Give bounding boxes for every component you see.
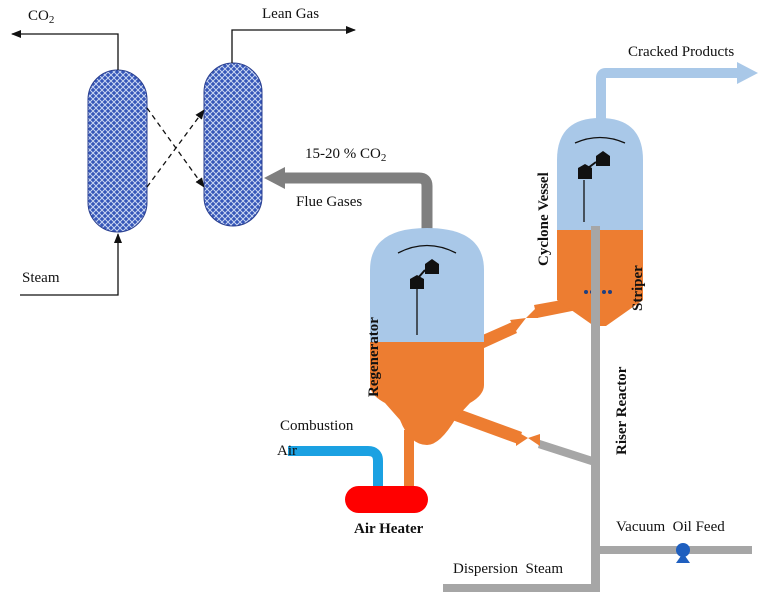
steam-label: Steam bbox=[22, 270, 60, 286]
flue-gas-duct bbox=[264, 167, 433, 232]
riser-reactor-label: Riser Reactor bbox=[614, 366, 630, 455]
adsorber-cross-links bbox=[146, 107, 205, 188]
lean-gas-line bbox=[231, 26, 356, 63]
flue-co2-label: 15-20 % CO2 bbox=[305, 146, 386, 164]
steam-inlet-line bbox=[20, 233, 122, 296]
dispersion-steam-label: Dispersion Steam bbox=[453, 561, 563, 577]
regenerator-label: Regenerator bbox=[366, 317, 382, 397]
air-heater bbox=[345, 486, 428, 513]
valve-icon bbox=[676, 543, 690, 563]
co2-outlet-line bbox=[11, 30, 119, 70]
cyclone-vessel-label: Cyclone Vessel bbox=[536, 172, 552, 266]
combustion-label: Combustion bbox=[280, 418, 354, 434]
co2-label: CO2 bbox=[28, 8, 54, 26]
air-heater-label: Air Heater bbox=[354, 521, 424, 537]
adsorber-left bbox=[87, 69, 148, 233]
heater-to-regenerator-line bbox=[404, 430, 414, 496]
combustion-air-line bbox=[288, 446, 383, 494]
striper-label: Striper bbox=[630, 265, 646, 311]
vacuum-oil-feed-label: Vacuum Oil Feed bbox=[616, 519, 725, 535]
air-label: Air bbox=[277, 443, 297, 459]
flue-gases-label: Flue Gases bbox=[296, 194, 362, 210]
cyclone-icon bbox=[578, 151, 610, 222]
cracked-products-line bbox=[596, 62, 758, 120]
lean-gas-label: Lean Gas bbox=[262, 6, 319, 22]
regenerator-vessel bbox=[370, 228, 484, 445]
riser-top bbox=[591, 226, 600, 326]
cracked-products-label: Cracked Products bbox=[628, 44, 734, 60]
adsorber-right bbox=[203, 62, 263, 227]
cyclone-icon bbox=[410, 259, 439, 335]
